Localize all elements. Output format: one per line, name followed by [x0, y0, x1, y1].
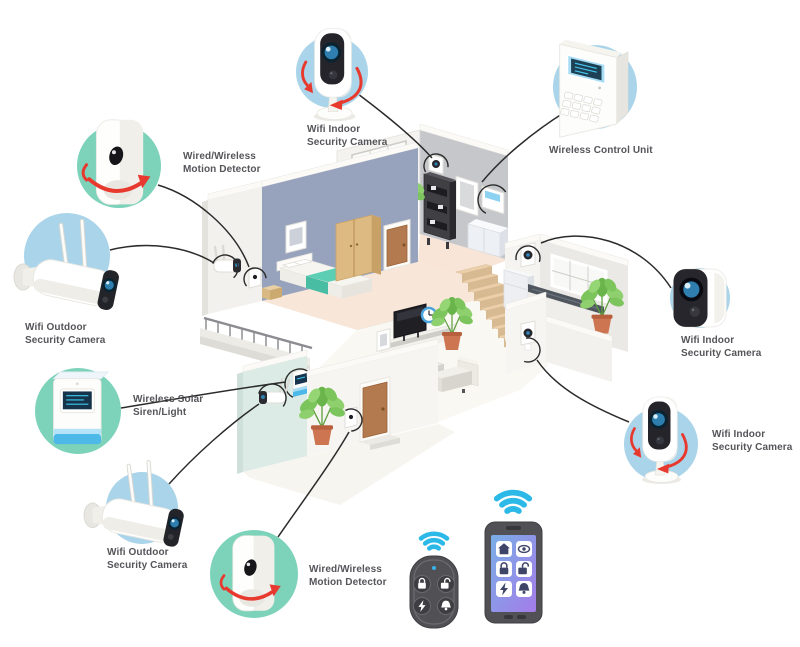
hallway-cabinet: [467, 219, 508, 258]
app-tile-alarm: [516, 581, 532, 597]
callout-indoor-camera-top: [296, 26, 368, 123]
callout-indoor-camera-bottom-right: [624, 395, 698, 486]
signal-arc: [339, 408, 363, 432]
signal-arc: [211, 254, 239, 282]
house-illustration: [200, 123, 629, 505]
nightstand: [262, 285, 282, 300]
device-label-indoor-camera-right: Wifi Indoor Security Camera: [681, 335, 762, 360]
device-label-control-unit: Wireless Control Unit: [549, 145, 653, 156]
mounted-motion-detector-entrance: [339, 406, 363, 432]
shelf-unit: [423, 172, 456, 249]
remote-button-alarm: [437, 597, 455, 615]
app-tile-unlock: [516, 561, 532, 577]
connector-line: [277, 431, 350, 538]
callout-control-unit: [553, 38, 637, 139]
connector-line: [481, 111, 566, 183]
wifi-waves-icon: [497, 493, 529, 511]
mounted-control-unit: [477, 184, 509, 216]
callout-motion-detector-top-left: [77, 117, 161, 208]
app-tile-panic: [496, 581, 512, 597]
mounted-camera-half-wall: [515, 320, 541, 363]
connector-line: [157, 184, 250, 268]
wifi-waves-icon: [421, 534, 447, 549]
app-tile-home: [496, 541, 512, 557]
mounted-camera-kitchen: [515, 242, 541, 271]
front-door: [359, 376, 400, 450]
signal-arc: [243, 267, 267, 291]
solar-siren-icon: [52, 371, 109, 445]
balcony-railing: [203, 316, 313, 357]
device-label-outdoor-camera-bottom-left: Wifi Outdoor Security Camera: [107, 547, 188, 572]
indoor-camera-cube-icon: [673, 268, 727, 328]
bedroom-picture: [285, 220, 307, 254]
phone-button: [504, 615, 513, 619]
signal-arc: [477, 184, 509, 216]
callout-outdoor-camera-left: [14, 213, 120, 311]
mint-exterior-wall: [237, 349, 308, 474]
device-label-motion-detector-bottom: Wired/Wireless Motion Detector: [309, 564, 387, 589]
app-tile-lock: [496, 561, 512, 577]
living-picture: [376, 328, 391, 352]
bedroom-door: [383, 218, 411, 272]
bed: [276, 252, 374, 299]
device-label-indoor-camera-bottom-right: Wifi Indoor Security Camera: [712, 429, 793, 454]
remote-led: [432, 566, 436, 570]
wall-picture-frame: [455, 175, 479, 217]
signal-arc: [515, 245, 541, 271]
tv: [393, 303, 427, 341]
remote-button-unlock: [437, 575, 455, 593]
connector-line: [120, 381, 287, 409]
device-label-solar-siren: Wireless Solar Siren/Light: [133, 394, 204, 419]
mounted-outdoor-camera-bedroom: [211, 244, 241, 282]
device-label-outdoor-camera-left: Wifi Outdoor Security Camera: [25, 322, 106, 347]
signal-arc: [257, 383, 287, 413]
connector-line: [357, 93, 433, 159]
connector-line: [540, 235, 672, 289]
kitchen: [503, 233, 629, 382]
keyfob-remote-illustration: [409, 534, 459, 629]
control-unit-icon: [558, 38, 630, 139]
connector-lines: [109, 93, 672, 538]
bedroom-floor: [262, 262, 513, 330]
app-tile-eye: [516, 541, 532, 557]
wardrobe: [335, 214, 381, 282]
callout-indoor-camera-right: [670, 268, 730, 328]
kitchen-front-wall: [546, 322, 612, 382]
device-label-motion-detector-top-left: Wired/Wireless Motion Detector: [183, 151, 261, 176]
phone-button: [517, 615, 526, 619]
remote-button-panic: [413, 597, 431, 615]
mounted-outdoor-camera-entrance: [257, 377, 291, 413]
callout-outdoor-camera-bottom-left: [84, 462, 185, 548]
smartphone-illustration: [484, 493, 543, 624]
callout-solar-siren: [35, 368, 121, 454]
device-label-indoor-camera-top: Wifi Indoor Security Camera: [307, 124, 388, 149]
connector-line: [536, 359, 630, 423]
remote-button-lock: [413, 575, 431, 593]
phone-speaker: [506, 526, 521, 530]
mounted-motion-detector-bedroom: [243, 266, 267, 291]
connector-line: [109, 244, 215, 264]
connector-line: [168, 403, 260, 485]
callout-motion-detector-bottom: [210, 530, 298, 618]
yard-floor: [243, 424, 455, 505]
